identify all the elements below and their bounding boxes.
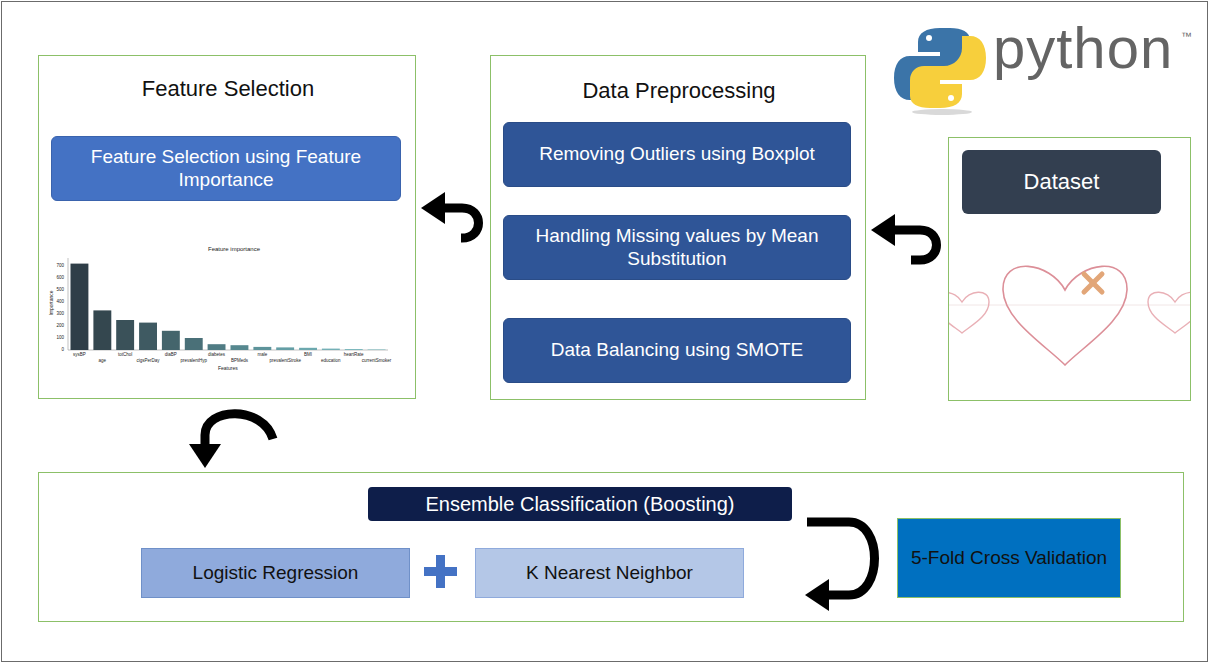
chart-bar [368,349,386,351]
tick-label: male [257,352,267,357]
tick-label: 0 [61,347,64,352]
tick-label: totChol [118,352,132,357]
curved-arrow [421,192,479,238]
box-label: Logistic Regression [193,562,359,585]
trademark: ™ [1181,30,1192,42]
chart-bar [162,331,180,350]
process-box: Feature Selection using Feature Importan… [51,136,401,201]
box-label: Feature Selection using Feature Importan… [62,146,390,192]
arrow-body [891,230,937,260]
tick-label: diabetes [208,352,225,357]
tick-label: heartRate [344,352,364,357]
chart-bar [345,349,363,350]
chart-bar [185,338,203,350]
box-label: Data Balancing using SMOTE [551,339,803,362]
tick-label: currentSmoker [362,358,392,363]
process-box: 5-Fold Cross Validation [897,518,1121,598]
chart-title: Feature importance [208,246,260,252]
chart-bar [208,344,226,350]
arrow-body [807,522,875,595]
group-panel: Feature SelectionFeature Selection using… [38,55,416,399]
axis-title: Importance [48,290,54,315]
tick-label: sysBP [73,352,86,357]
tick-label: 100 [56,335,64,340]
ensemble-heading-box: Ensemble Classification (Boosting) [368,487,792,521]
tick-label: prevalentStroke [269,358,301,363]
tick-label: 300 [56,311,64,316]
arrow-head [189,444,221,468]
arrow-body [205,414,273,448]
tick-label: 600 [56,275,64,280]
axis-title: Features [218,365,238,371]
group-panel: Ensemble Classification (Boosting) Logist… [38,472,1184,622]
panel-heading: Feature Selection [39,76,417,102]
group-panel: Dataset [948,137,1191,401]
tick-label: BMI [304,352,312,357]
box-label: Removing Outliers using Boxplot [539,143,815,166]
process-box: Data Balancing using SMOTE [503,318,851,383]
chart-axis [68,258,388,350]
curved-arrow [871,214,937,260]
arrow-head [805,579,829,611]
chart-bar [93,310,111,350]
process-box: Removing Outliers using Boxplot [503,122,851,187]
box-label: K Nearest Neighbor [526,562,693,585]
tick-label: diaBP [165,352,177,357]
process-box: Logistic Regression [141,548,410,598]
tick-label: prevalentHyp [180,358,207,363]
curved-arrow [189,414,273,468]
tick-label: 400 [56,299,64,304]
chart-bar [253,347,271,350]
process-box: K Nearest Neighbor [475,548,744,598]
chart-bar [299,348,317,350]
tick-label: 200 [56,323,64,328]
box-label: 5-Fold Cross Validation [911,547,1107,570]
heart-illustration [949,266,1190,365]
chart-bar [276,347,294,350]
tick-label: 500 [56,287,64,292]
tick-label: BPMeds [231,358,248,363]
python-logo [894,28,986,115]
box-label: Handling Missing values by Mean Substitu… [514,225,840,271]
curved-arrow [805,522,875,611]
arrow-body [441,208,479,238]
arrow-head [871,214,895,246]
chart-bar [71,264,89,350]
chart-bar [116,320,134,350]
tick-label: 700 [56,263,64,268]
group-panel: Data PreprocessingRemoving Outliers usin… [490,55,866,400]
dataset-heading-box: Dataset [962,150,1161,214]
tick-label: cigsPerDay [136,358,159,363]
plus-symbol [424,555,457,588]
chart-bar [322,349,340,350]
chart-bar [139,323,157,350]
python-wordmark: python [993,14,1173,81]
tick-label: education [321,358,341,363]
chart-bar [231,345,249,350]
process-box: Handling Missing values by Mean Substitu… [503,215,851,280]
panel-heading: Data Preprocessing [491,78,867,104]
tick-label: age [99,358,107,363]
arrow-head [421,192,445,224]
